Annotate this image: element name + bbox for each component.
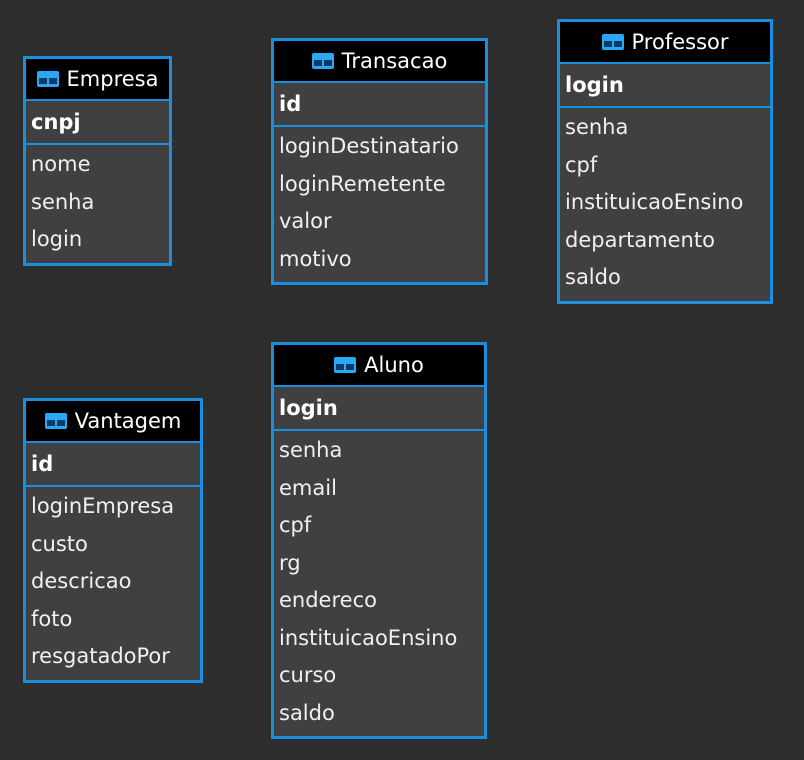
field: departamento (565, 227, 715, 252)
field: loginRemetente (279, 171, 446, 196)
entity-title: Empresa (66, 67, 159, 91)
table-icon (311, 53, 334, 69)
field: login (31, 227, 83, 251)
field: endereco (279, 588, 377, 612)
field: nome (31, 152, 91, 176)
entity-aluno[interactable]: Aluno login senha email cpf rg endereco … (271, 342, 487, 739)
field: senha (279, 438, 343, 462)
field: custo (31, 531, 88, 556)
table-icon (36, 71, 59, 87)
table-icon (601, 34, 624, 50)
field: valor (279, 209, 332, 233)
field: loginEmpresa (31, 494, 175, 518)
entity-vantagem[interactable]: Vantagem id loginEmpresa custo descricao… (23, 398, 203, 683)
field: senha (565, 115, 629, 139)
entity-title: Professor (631, 30, 729, 54)
field: motivo (279, 246, 352, 271)
fields-list: loginEmpresa custo descricao foto resgat… (26, 487, 200, 680)
field: foto (31, 606, 73, 631)
table-icon (334, 357, 357, 373)
field: saldo (279, 700, 335, 725)
field: email (279, 475, 337, 500)
field: cpf (565, 152, 598, 177)
entity-header: Professor (560, 22, 770, 62)
entity-empresa[interactable]: Empresa cnpj nome senha login (23, 56, 172, 266)
primary-key: id (274, 83, 485, 125)
primary-key: login (274, 387, 484, 429)
field: senha (31, 189, 95, 214)
entity-transacao[interactable]: Transacao id loginDestinatario loginReme… (271, 38, 488, 285)
field: loginDestinatario (279, 134, 459, 158)
entity-header: Empresa (26, 59, 169, 99)
fields-list: loginDestinatario loginRemetente valor m… (274, 127, 485, 282)
field: descricao (31, 569, 132, 593)
entity-title: Transacao (341, 49, 448, 73)
entity-professor[interactable]: Professor login senha cpf instituicaoEns… (557, 19, 773, 304)
field: rg (279, 550, 301, 575)
field: instituicaoEnsino (279, 625, 458, 650)
field: saldo (565, 265, 621, 289)
entity-title: Vantagem (74, 409, 182, 433)
primary-key: login (560, 64, 770, 106)
primary-key: id (26, 443, 200, 485)
entity-header: Vantagem (26, 401, 200, 441)
field: instituicaoEnsino (565, 190, 744, 214)
entity-header: Transacao (274, 41, 485, 81)
field: cpf (279, 513, 312, 537)
fields-list: nome senha login (26, 145, 169, 263)
field: curso (279, 663, 337, 687)
entity-title: Aluno (364, 353, 424, 377)
primary-key: cnpj (26, 101, 169, 143)
field: resgatadoPor (31, 644, 170, 668)
table-icon (44, 413, 67, 429)
fields-list: senha email cpf rg endereco instituicaoE… (274, 431, 484, 736)
entity-header: Aluno (274, 345, 484, 385)
fields-list: senha cpf instituicaoEnsino departamento… (560, 108, 770, 301)
